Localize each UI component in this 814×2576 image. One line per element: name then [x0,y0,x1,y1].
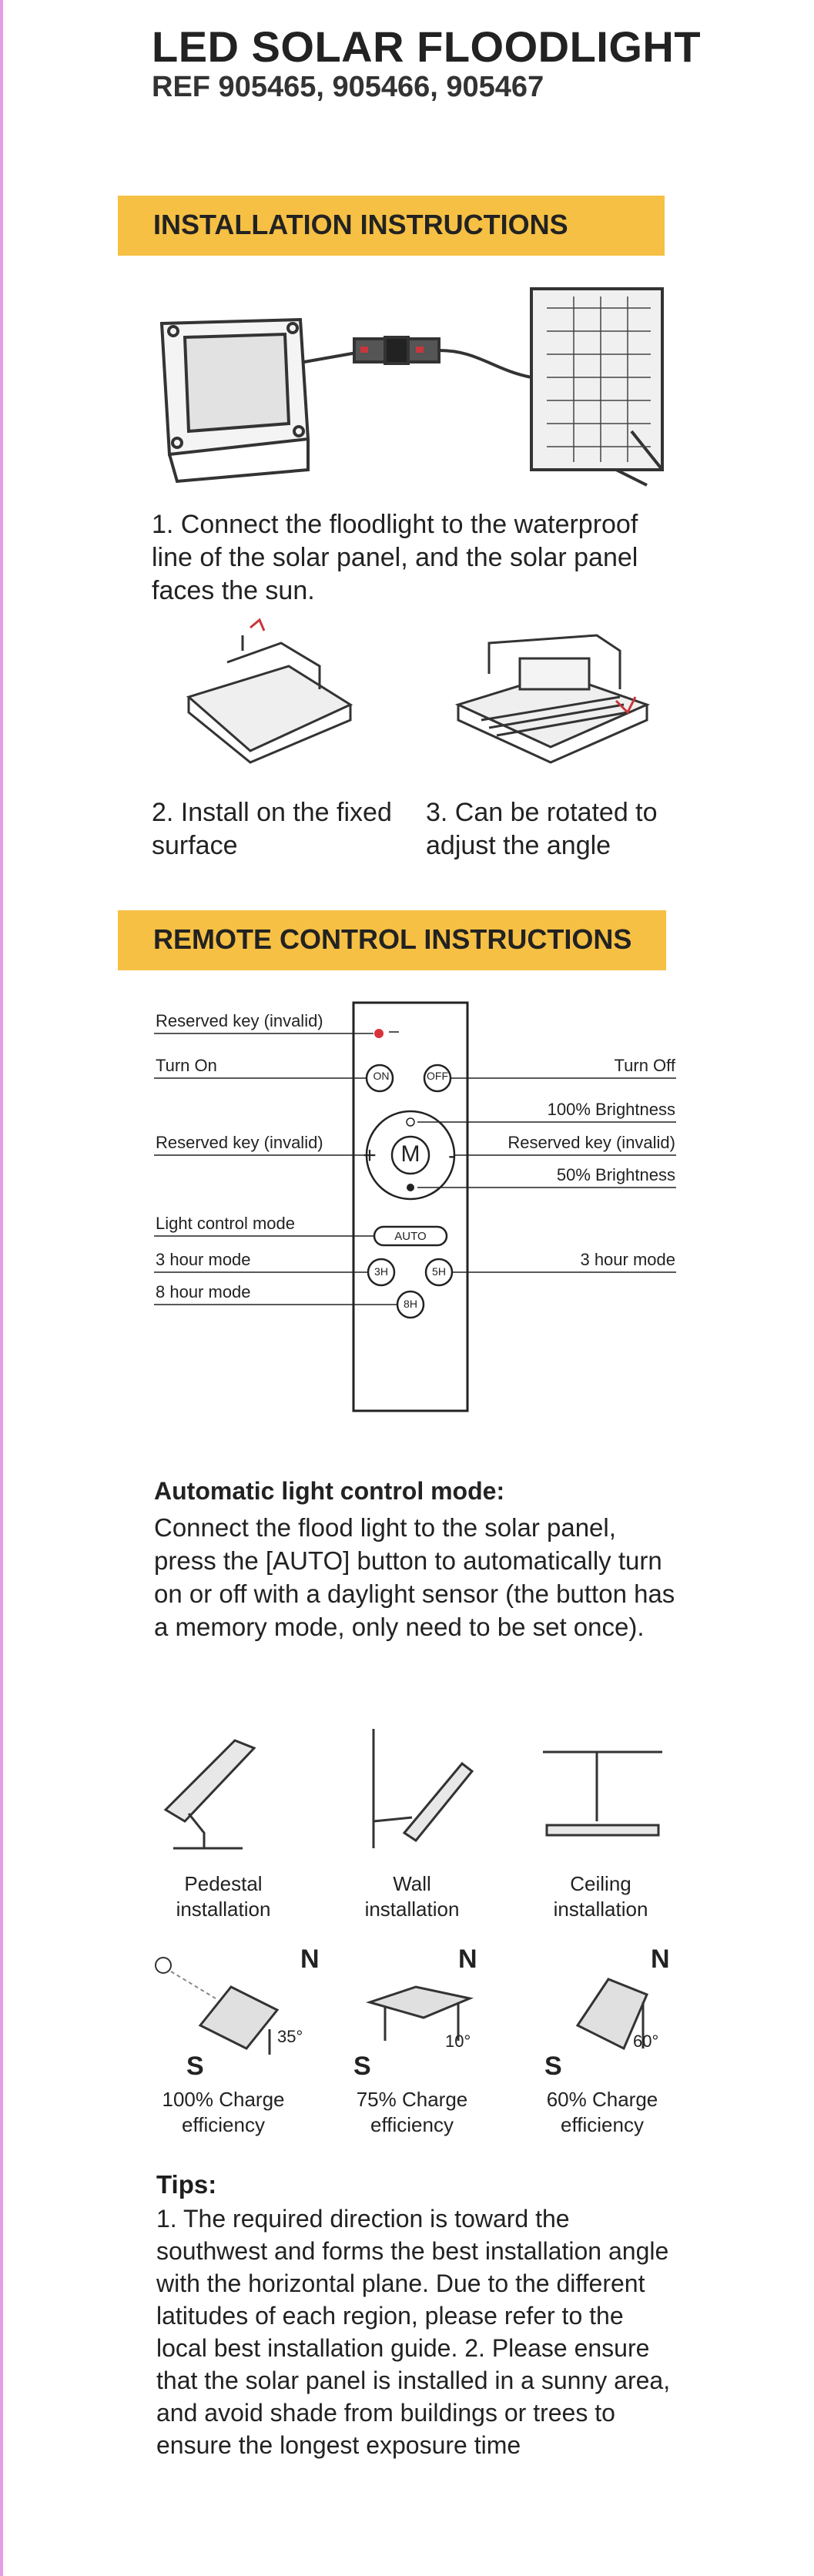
angle-label-3: 60° [633,2032,659,2051]
turn-on-label: Turn On [156,1056,217,1075]
indicator-light [374,1029,384,1038]
three-hour-mode-label: 3 hour mode [156,1250,251,1269]
remote-control-diagram [154,1001,676,1412]
off-key-label: OFF [427,1070,448,1082]
efficiency-caption-2-line1: 75% Charge [356,2088,468,2111]
installation-step-1: 1. Connect the floodlight to the waterpr… [152,510,638,605]
auto-mode-heading: Automatic light control mode: [154,1477,505,1505]
panel-angle-60-icon [575,1978,648,2051]
efficiency-caption-1-line2: efficiency [182,2113,265,2136]
north-label-1: N [300,1945,320,1974]
efficiency-caption-1-line1: 100% Charge [162,2088,285,2111]
efficiency-caption-1: 100% Charge efficiency [142,2087,304,2138]
five-hour-mode-label: 3 hour mode [580,1250,675,1269]
reserved-key-top-label: Reserved key (invalid) [156,1011,323,1030]
pedestal-caption-line2: installation [176,1898,271,1921]
five-hour-key-label: 5H [432,1265,446,1278]
wall-caption-line1: Wall [393,1872,431,1895]
eight-hour-mode-label: 8 hour mode [156,1282,251,1301]
reserved-key-right-label: Reserved key (invalid) [507,1133,675,1152]
brightness-100-label: 100% Brightness [547,1100,675,1119]
three-hour-key-label: 3H [374,1265,388,1278]
on-key-label: ON [373,1070,390,1082]
pedestal-caption-line1: Pedestal [184,1872,263,1895]
efficiency-caption-3-line1: 60% Charge [546,2088,658,2111]
pedestal-mount-icon [163,1739,256,1850]
wall-caption-line2: installation [364,1898,460,1921]
mode-key [390,1135,430,1175]
tips-body: 1. The required direction is toward the … [156,2205,671,2459]
efficiency-caption-3: 60% Charge efficiency [521,2087,683,2138]
light-control-mode-label: Light control mode [156,1214,295,1233]
ceiling-mount-icon [543,1750,662,1837]
auto-key-label: AUTO [394,1230,427,1243]
installation-step-3: 3. Can be rotated to adjust the angle [426,798,658,860]
efficiency-caption-2: 75% Charge efficiency [331,2087,493,2138]
installation-step-2: 2. Install on the fixed surface [152,798,392,860]
angle-label-2: 10° [445,2032,471,2051]
tips-heading: Tips: [156,2170,217,2199]
wall-caption: Wall installation [335,1871,489,1922]
eight-hour-key-label: 8H [404,1298,417,1310]
installation-banner: INSTALLATION INSTRUCTIONS [118,196,665,256]
panel-angle-10-icon [365,1985,474,2041]
brightness-50-label: 50% Brightness [556,1165,675,1184]
reference-numbers: REF 905465, 905466, 905467 [152,71,544,103]
north-label-3: N [651,1945,670,1974]
plus-key-label: + [363,1143,377,1168]
efficiency-caption-2-line2: efficiency [370,2113,454,2136]
reserved-key-left-label: Reserved key (invalid) [156,1133,323,1152]
pedestal-caption: Pedestal installation [146,1871,300,1922]
turn-off-label: Turn Off [614,1056,675,1075]
south-label-1: S [186,2052,204,2081]
auto-mode-body: Connect the flood light to the solar pan… [154,1513,675,1641]
remote-banner: REMOTE CONTROL INSTRUCTIONS [118,910,666,970]
wall-mount-icon [372,1729,474,1848]
panel-angle-35-icon [155,1957,280,2055]
document-title: LED SOLAR FLOODLIGHT [152,22,702,71]
ceiling-caption: Ceiling installation [524,1871,678,1922]
minus-key-label: - [448,1143,456,1168]
rotate-angle-illustration [454,634,651,764]
south-label-2: S [353,2052,371,2081]
floodlight-connection-illustration [159,287,664,487]
fixed-surface-illustration [186,618,353,764]
north-label-2: N [458,1945,477,1974]
ceiling-caption-line2: installation [553,1898,648,1921]
mode-key-label: M [400,1141,420,1167]
efficiency-caption-3-line2: efficiency [561,2113,644,2136]
angle-label-1: 35° [277,2027,303,2046]
south-label-3: S [544,2052,562,2081]
page-edge-line [0,0,3,2576]
remote-body [352,1001,469,1412]
ceiling-caption-line1: Ceiling [570,1872,631,1895]
